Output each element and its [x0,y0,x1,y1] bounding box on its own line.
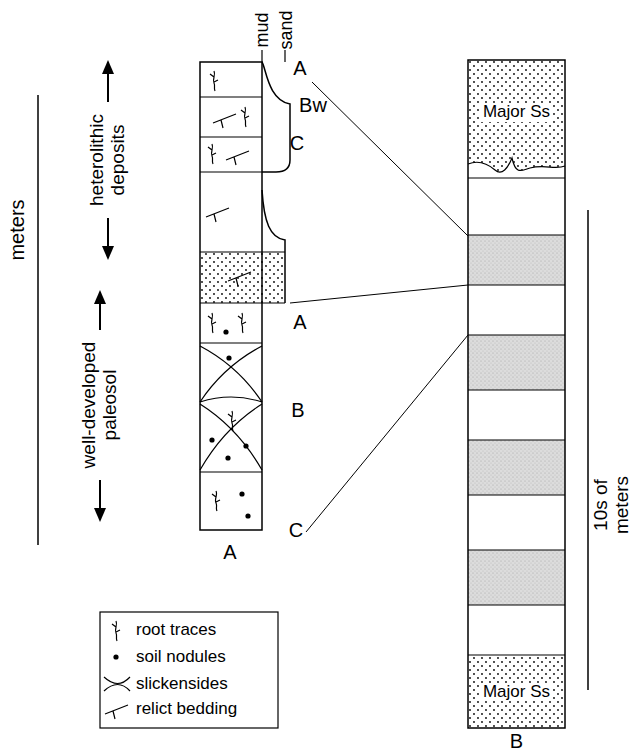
legend-text: slickensides [136,675,228,694]
legend-text: relict bedding [136,700,237,719]
annotation-label: heterolithic deposits [87,98,129,223]
annotation-label: A [293,311,306,333]
annotation-label: 10s of meters [591,465,633,545]
annotation-label: C [289,519,303,541]
unit-label: Major Ss [480,683,553,702]
annotation-label: A [293,57,306,79]
annotation-label: sand [277,10,297,49]
annotation-label: mud [253,12,273,47]
column-letter: B [507,730,526,752]
unit-label: Major Ss [480,103,553,122]
legend-text: root traces [136,621,216,640]
legend-text: soil nodules [136,648,226,667]
stratigraphic-column: BMajor SsMajor Ss [468,60,565,728]
annotation-label: meters [6,199,28,260]
annotation-label: well-developed paleosol [79,335,121,475]
annotation-label: C [290,132,304,154]
sandstone-unit: Major Ss [468,65,565,160]
sandstone-unit: Major Ss [468,657,565,727]
annotation-label: A [223,541,236,563]
annotation-label: Bw [299,94,327,116]
annotation-label: B [291,399,304,421]
